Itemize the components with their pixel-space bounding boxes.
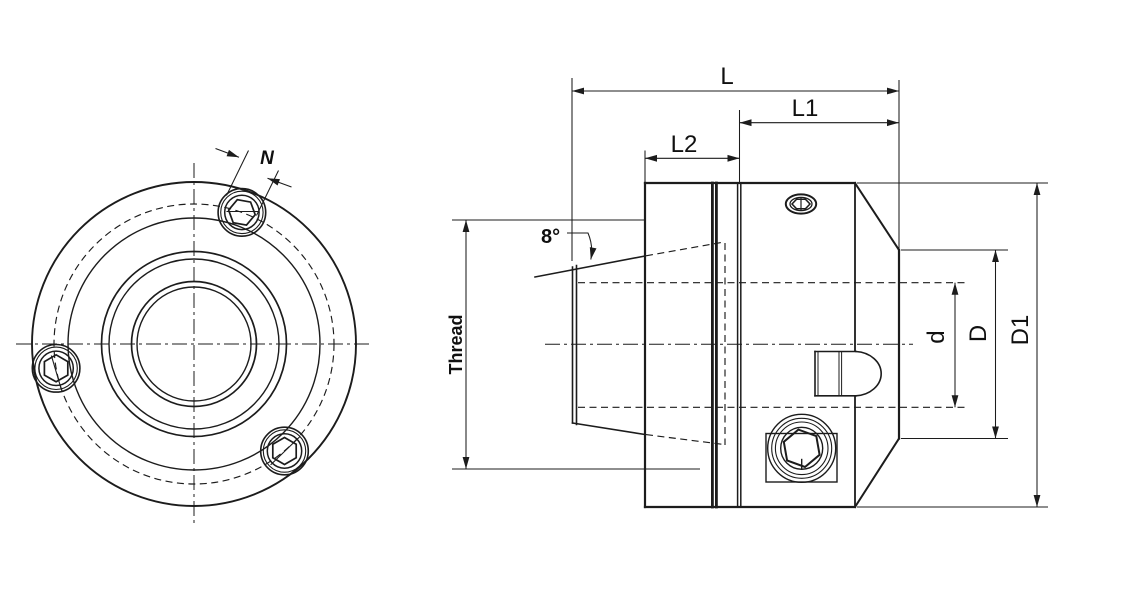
side-set-screw (765, 413, 838, 483)
clamp-bolt-left (31, 343, 81, 393)
dimension-D1: D1 (857, 182, 1048, 508)
top-set-screw (784, 193, 818, 215)
dimension-taper-angle: 8° (541, 226, 597, 260)
side-view: L L1 L2 Thread 8° d (446, 63, 1048, 509)
front-view: N (16, 148, 372, 526)
dimension-L2: L2 (644, 131, 740, 182)
dimension-thread: Thread (446, 219, 700, 470)
dimension-N: N (215, 148, 292, 216)
dimension-d: d (923, 282, 959, 408)
flange-body-outline (643, 181, 901, 509)
dim-label-L: L (720, 63, 733, 90)
clamp-bolt-bottom (259, 426, 310, 476)
front-centerlines (16, 163, 372, 526)
dimension-D: D (901, 249, 1008, 440)
dim-label-L1: L1 (792, 95, 819, 122)
side-centerlines-hidden-lines (545, 241, 966, 446)
dimension-L: L (571, 63, 900, 261)
front-flange-circles (31, 181, 357, 507)
dim-label-N: N (260, 148, 275, 169)
dim-label-D1: D1 (1007, 315, 1034, 346)
dim-label-angle: 8° (541, 226, 560, 248)
clamp-bolt-top (217, 187, 267, 237)
drive-slot (814, 350, 882, 397)
dim-label-D: D (965, 325, 992, 342)
dim-label-d: d (923, 330, 950, 343)
dimension-L1: L1 (738, 95, 899, 182)
dim-label-thread: Thread (446, 314, 466, 374)
collet-taper-outline (534, 255, 646, 436)
dim-label-L2: L2 (671, 131, 698, 158)
